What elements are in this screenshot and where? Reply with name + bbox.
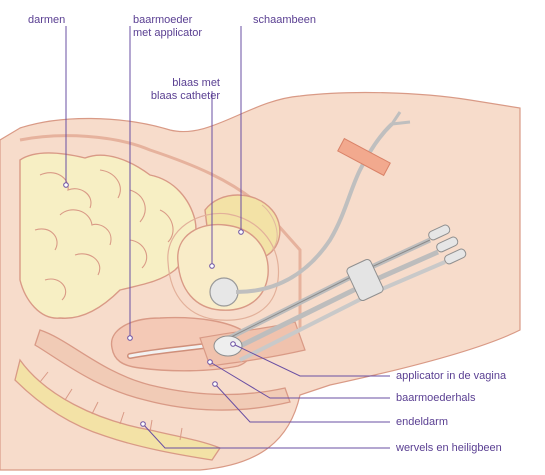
label-bladder-line2: blaas catheter [150,90,220,102]
label-spine: wervels en heiligbeen [396,442,502,454]
label-intestines: darmen [28,14,66,26]
label-cervix: baarmoederhals [396,392,476,404]
bladder [167,212,280,321]
label-rectum: endeldarm [396,416,448,428]
rectum [34,329,291,411]
label-vaginal-applicator: applicator in de vagina [396,370,507,382]
catheter-balloon [209,277,239,307]
label-uterus-line2: met applicator [133,27,203,39]
spine-sacrum [14,358,221,461]
abdominal-wall [19,134,302,330]
label-bladder-line1: blaas met [172,77,220,89]
label-uterus-line1: baarmoeder [133,14,193,26]
bladder-catheter [235,111,411,294]
applicator [213,224,467,362]
label-pubic-bone: schaambeen [253,14,316,26]
leader-lines [63,26,390,449]
